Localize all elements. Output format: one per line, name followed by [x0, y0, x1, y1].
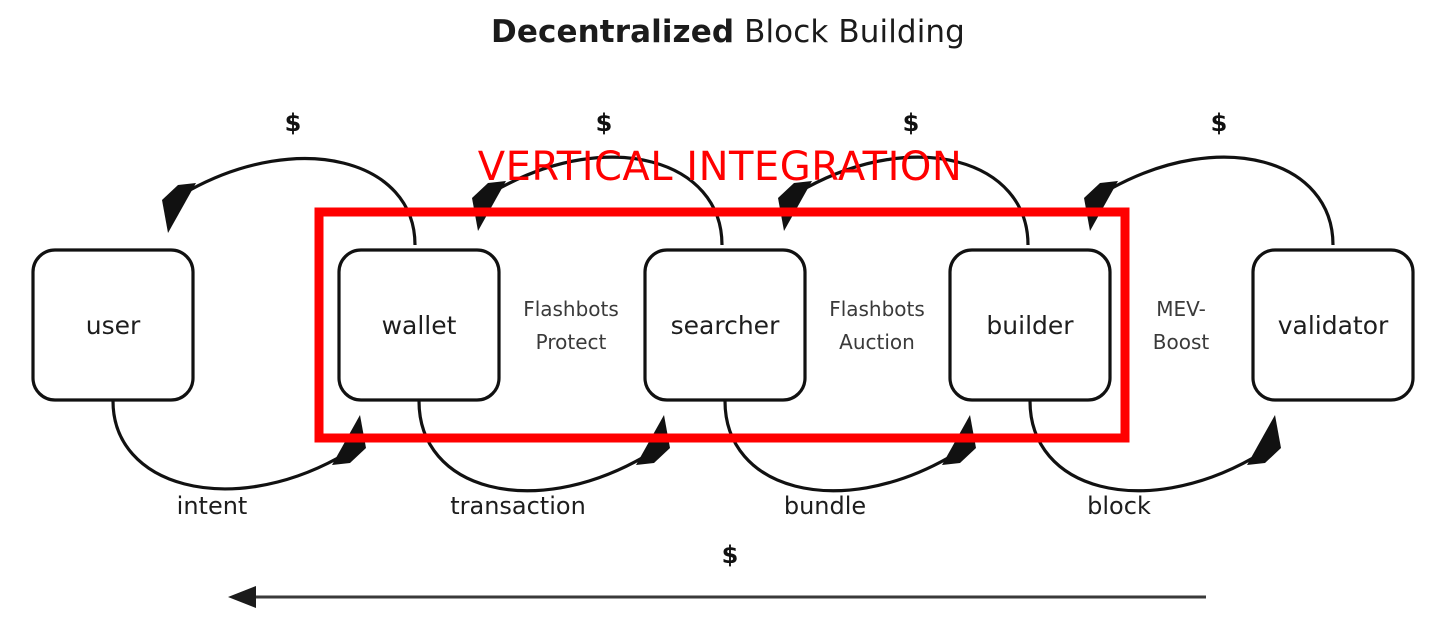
node-box-wallet[interactable] — [337, 248, 501, 402]
money-label-builder-validator: $ — [1211, 109, 1228, 137]
arc-wallet-to-searcher — [417, 400, 643, 493]
global-flow-arrow — [228, 586, 1206, 608]
label-flashbots-auction: Flashbots Auction — [829, 297, 925, 354]
arrowhead-to-user — [162, 183, 196, 233]
top-money-labels: $ $ $ $ — [285, 109, 1228, 137]
vertical-integration-box — [314, 207, 1130, 443]
arc-validator-to-builder — [1111, 155, 1335, 246]
node-label-searcher: searcher — [671, 311, 780, 340]
node-label-wallet: wallet — [382, 311, 457, 340]
node-searcher[interactable]: searcher — [643, 248, 807, 402]
label-mev-boost: MEV- Boost — [1153, 297, 1210, 354]
arrowhead-to-validator-fwd — [1247, 415, 1281, 465]
global-flow-arrowhead — [228, 586, 256, 608]
node-validator[interactable]: validator — [1251, 248, 1415, 402]
node-label-user: user — [86, 311, 141, 340]
node-label-builder: builder — [986, 311, 1074, 340]
money-label-searcher-builder: $ — [903, 109, 920, 137]
flow-label-block: block — [1087, 492, 1151, 520]
arc-builder-to-validator — [1028, 400, 1254, 493]
title-rest: Block Building — [734, 14, 965, 50]
node-label-validator: validator — [1278, 311, 1389, 340]
arc-searcher-to-builder — [723, 400, 949, 493]
vertical-integration-label: VERTICAL INTEGRATION — [478, 144, 963, 190]
flow-label-intent: intent — [177, 492, 248, 520]
node-wallet[interactable]: wallet — [337, 248, 501, 402]
money-label-user-wallet: $ — [285, 109, 302, 137]
flow-label-transaction: transaction — [450, 492, 586, 520]
label-flashbots-protect-line1: Flashbots — [523, 297, 619, 321]
forward-flow-arcs — [111, 400, 1281, 493]
label-mev-boost-line2: Boost — [1153, 330, 1210, 354]
label-mev-boost-line1: MEV- — [1156, 297, 1206, 321]
money-label-global-flow: $ — [722, 541, 739, 569]
title-emphasis: Decentralized — [491, 14, 735, 50]
node-box-validator[interactable] — [1251, 248, 1415, 402]
arrowhead-to-builder — [1084, 181, 1118, 231]
label-flashbots-auction-line2: Auction — [839, 330, 915, 354]
node-box-builder[interactable] — [948, 248, 1112, 402]
node-builder[interactable]: builder — [948, 248, 1112, 402]
arc-user-to-wallet — [111, 400, 339, 491]
money-label-wallet-searcher: $ — [596, 109, 613, 137]
page-title: Decentralized Block Building — [0, 14, 1456, 50]
node-box-user[interactable] — [31, 248, 195, 402]
node-box-searcher[interactable] — [643, 248, 807, 402]
flow-label-bundle: bundle — [784, 492, 866, 520]
bottom-flow-labels: intent transaction bundle block — [177, 492, 1151, 520]
label-flashbots-protect: Flashbots Protect — [523, 297, 619, 354]
label-flashbots-protect-line2: Protect — [536, 330, 607, 354]
node-user[interactable]: user — [31, 248, 195, 402]
arc-wallet-to-user — [189, 156, 417, 246]
arrowhead-to-searcher — [778, 181, 812, 231]
arrowhead-to-wallet — [472, 181, 506, 231]
label-flashbots-auction-line1: Flashbots — [829, 297, 925, 321]
